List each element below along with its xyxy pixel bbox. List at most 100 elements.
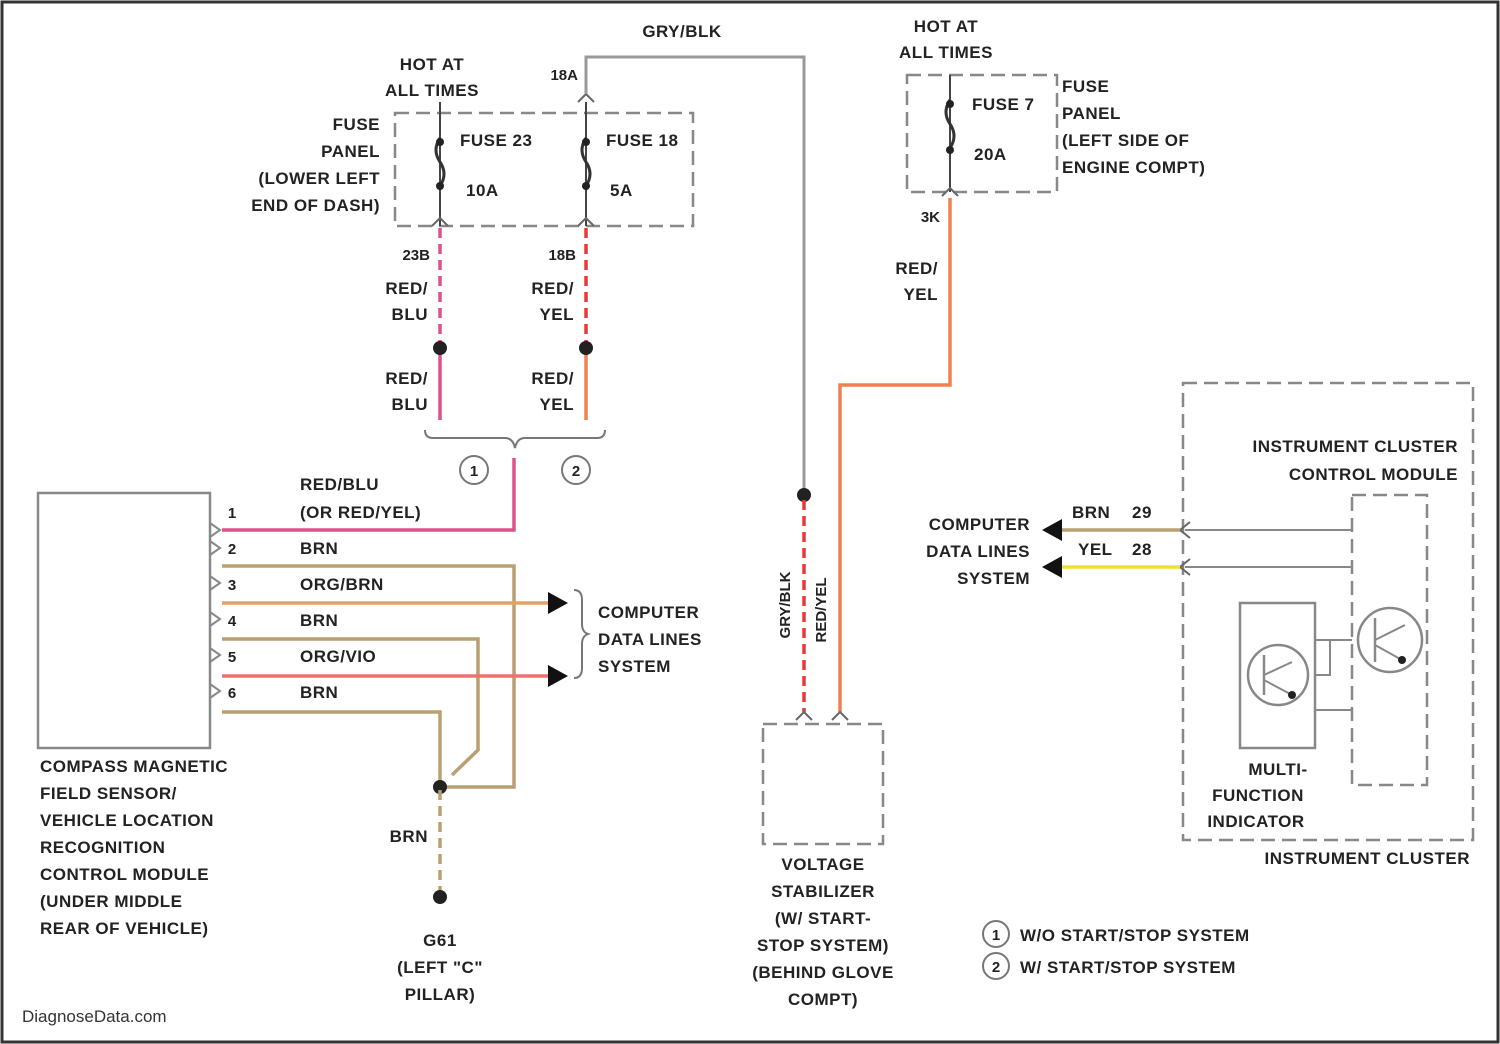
compass-module-name-7: REAR OF VEHICLE) — [40, 919, 209, 938]
compass-wires — [222, 566, 568, 904]
arrow-cluster-brn — [1042, 519, 1062, 541]
hot-label-left-2: ALL TIMES — [385, 81, 479, 100]
fuse-23-rating: 10A — [466, 181, 499, 200]
compass-module: 1 2 3 4 5 6 BRN ORG/BRN BRN ORG/VIO BRN … — [38, 493, 384, 938]
ground-name-2: (LEFT "C" — [397, 958, 483, 977]
pin-23b-label: 23B — [402, 247, 430, 264]
legend-mark-1: 1 — [992, 927, 1000, 944]
compass-module-name-1: COMPASS MAGNETIC — [40, 757, 228, 776]
cluster-pin-28: 28 — [1132, 540, 1152, 559]
voltage-stabilizer: VOLTAGE STABILIZER (W/ START- STOP SYSTE… — [752, 712, 894, 1009]
cluster-control-module-box — [1352, 495, 1427, 785]
compass-pin-1: 1 — [228, 505, 236, 522]
wire-label-redblu-2b: BLU — [392, 395, 428, 414]
fuse-panel-left-name-4: END OF DASH) — [251, 196, 380, 215]
fuse-panel-right-name-3: (LEFT SIDE OF — [1062, 131, 1189, 150]
fuse-7-rating: 20A — [974, 145, 1007, 164]
compass-pin-6: 6 — [228, 685, 236, 702]
option-mark-2-text: 2 — [572, 463, 580, 480]
legend: 1 W/O START/STOP SYSTEM 2 W/ START/STOP … — [983, 921, 1250, 979]
wire-gry-blk: GRY/BLK — [586, 22, 804, 495]
data-lines-left-3: SYSTEM — [598, 657, 671, 676]
voltage-stabilizer-name-1: VOLTAGE — [781, 855, 864, 874]
fuse-panel-right-name-4: ENGINE COMPT) — [1062, 158, 1205, 177]
compass-pin-3: 3 — [228, 577, 236, 594]
wire-label-redyel-2b: YEL — [539, 395, 574, 414]
wire-label-vert-gryblk: GRY/BLK — [777, 571, 794, 638]
wire-label-redblu-1a: RED/ — [385, 279, 428, 298]
data-lines-right-3: SYSTEM — [957, 569, 1030, 588]
cluster-wire-yel-label: YEL — [1078, 540, 1113, 559]
compass-wire-3-label: ORG/BRN — [300, 575, 384, 594]
compass-wire-6-label: BRN — [300, 683, 338, 702]
compass-module-name-4: RECOGNITION — [40, 838, 165, 857]
splice-dot-right — [579, 341, 593, 355]
voltage-stabilizer-name-3: (W/ START- — [775, 909, 871, 928]
wire-label-redyel-1a: RED/ — [531, 279, 574, 298]
fuse-18-name: FUSE 18 — [606, 131, 678, 150]
pin-18a-label: 18A — [550, 67, 578, 84]
connector-18a — [578, 94, 594, 102]
watermark: DiagnoseData.com — [22, 1007, 167, 1026]
data-lines-right-1: COMPUTER — [929, 515, 1030, 534]
mfi-name-3: INDICATOR — [1207, 812, 1304, 831]
data-lines-brace-left — [574, 590, 588, 678]
data-lines-left-2: DATA LINES — [598, 630, 702, 649]
fuse-panel-left-name-1: FUSE — [333, 115, 380, 134]
wire-label-redblu-long-1: RED/BLU — [300, 475, 379, 494]
fuse-panel-right: HOT AT ALL TIMES FUSE 7 20A FUSE PANEL (… — [840, 17, 1205, 712]
wire-label-redyel-2a: RED/ — [531, 369, 574, 388]
arrow-data-line-1 — [548, 592, 568, 614]
cluster-transistor — [1358, 608, 1422, 672]
wire-label-redblu-1b: BLU — [392, 305, 428, 324]
pin-18b-label: 18B — [548, 247, 576, 264]
fuse-7-name: FUSE 7 — [972, 95, 1035, 114]
ground-name-1: G61 — [423, 931, 457, 950]
fuse-panel-right-name-1: FUSE — [1062, 77, 1109, 96]
cluster-module-name-1: INSTRUMENT CLUSTER — [1253, 437, 1458, 456]
wires-fuse-outputs: RED/ BLU RED/ YEL RED/ BLU RED/ YEL 1 2 — [385, 228, 605, 484]
cluster-wire-brn-label: BRN — [1072, 503, 1110, 522]
wire-label-redblu-2a: RED/ — [385, 369, 428, 388]
legend-item-2: W/ START/STOP SYSTEM — [1020, 958, 1236, 977]
fuse-panel-left-name-2: PANEL — [321, 142, 380, 161]
ground-dot — [433, 890, 447, 904]
compass-module-name-2: FIELD SENSOR/ — [40, 784, 177, 803]
fuse-23-name: FUSE 23 — [460, 131, 532, 150]
ground-name-3: PILLAR) — [405, 985, 476, 1004]
data-lines-left-1: COMPUTER — [598, 603, 699, 622]
fuse-18-rating: 5A — [610, 181, 633, 200]
voltage-stabilizer-box — [763, 724, 883, 844]
voltage-stabilizer-name-5: (BEHIND GLOVE — [752, 963, 894, 982]
hot-label-right-2: ALL TIMES — [899, 43, 993, 62]
compass-pin-5: 5 — [228, 649, 236, 666]
compass-module-name-5: CONTROL MODULE — [40, 865, 209, 884]
option-brace — [425, 430, 605, 448]
wire-gry-blk-label: GRY/BLK — [642, 22, 722, 41]
instrument-cluster-name: INSTRUMENT CLUSTER — [1265, 849, 1470, 868]
mfi-name-1: MULTI- — [1248, 760, 1307, 779]
compass-module-name-6: (UNDER MIDDLE — [40, 892, 183, 911]
instrument-cluster: INSTRUMENT CLUSTER CONTROL MODULE MULTI-… — [1180, 383, 1473, 868]
fuse-panel-right-box — [907, 75, 1057, 192]
legend-item-1: W/O START/STOP SYSTEM — [1020, 926, 1250, 945]
wire-label-redblu-long-2: (OR RED/YEL) — [300, 503, 421, 522]
fuse-panel-right-name-2: PANEL — [1062, 104, 1121, 123]
wire-label-ground-brn: BRN — [390, 827, 428, 846]
wire-label-redyel-1b: YEL — [539, 305, 574, 324]
compass-pin-4: 4 — [228, 613, 237, 630]
legend-mark-2: 2 — [992, 959, 1000, 976]
voltage-stabilizer-name-2: STABILIZER — [771, 882, 875, 901]
mfi-name-2: FUNCTION — [1212, 786, 1304, 805]
data-lines-right-2: DATA LINES — [926, 542, 1030, 561]
cluster-data-wires: BRN 29 YEL 28 COMPUTER DATA LINES SYSTEM — [926, 503, 1180, 588]
multi-function-indicator-box — [1240, 603, 1315, 748]
fuse-panel-left-name-3: (LOWER LEFT — [258, 169, 380, 188]
compass-wire-4-label: BRN — [300, 611, 338, 630]
hot-label-left-1: HOT AT — [400, 55, 464, 74]
wire-label-redyel-3b: YEL — [903, 285, 938, 304]
splice-dot-left — [433, 341, 447, 355]
compass-module-name-3: VEHICLE LOCATION — [40, 811, 214, 830]
